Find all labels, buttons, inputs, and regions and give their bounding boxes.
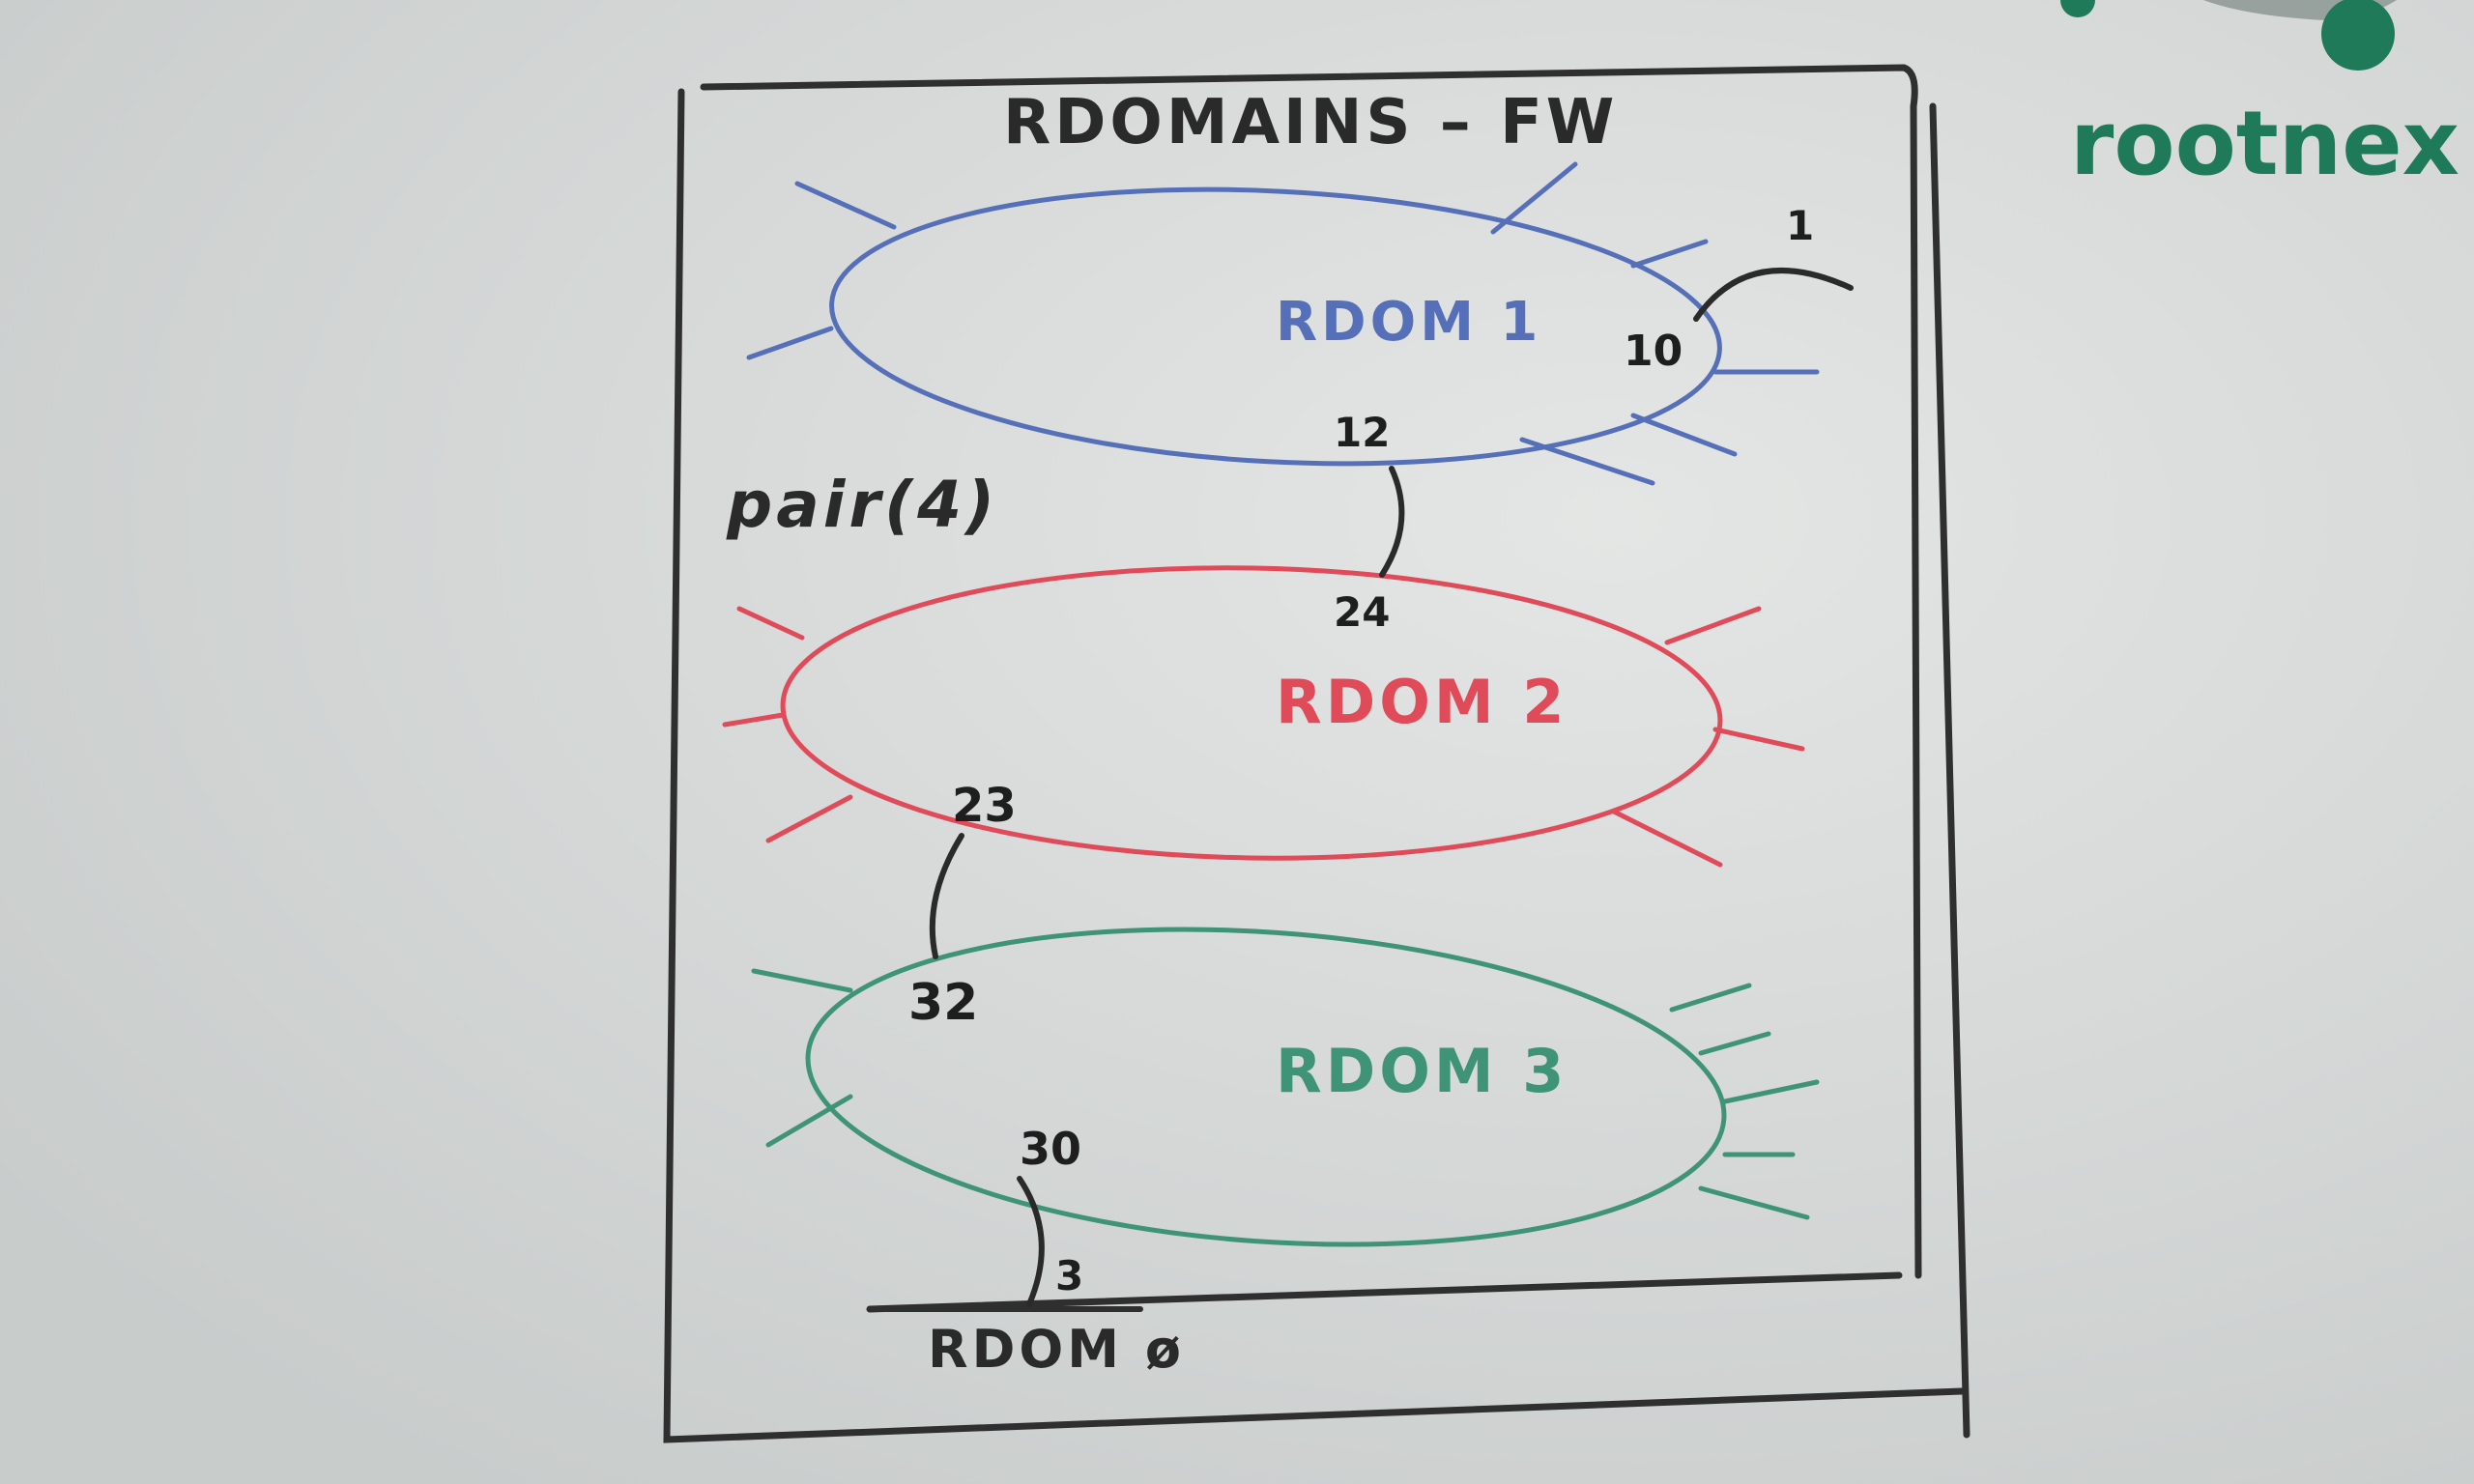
port-12: 12 [1334, 409, 1390, 456]
link-12-24 [1379, 466, 1405, 578]
rdom-2-label: RDOM 2 [1276, 667, 1568, 737]
rdom-1-ellipse [829, 186, 1722, 467]
port-labels: 12 24 23 32 30 3 10 1 [908, 202, 1814, 1299]
port-24: 24 [1334, 588, 1390, 636]
port-23: 23 [952, 779, 1017, 833]
rdom-2-ellipse [780, 565, 1723, 861]
rdom-3-ellipse [805, 927, 1727, 1247]
port-30: 30 [1020, 1123, 1081, 1175]
link-23-32 [929, 833, 964, 959]
diagram-title: RDOMAINS – FW [1003, 87, 1618, 158]
logo-text: rootnex [2070, 92, 2460, 195]
logo-dot-right [2321, 0, 2395, 71]
rdom-2: RDOM 2 [722, 565, 1805, 868]
rdom-1: RDOM 1 [746, 161, 1820, 486]
port-32: 32 [908, 974, 978, 1032]
port-1: 1 [1786, 202, 1814, 249]
logo-dot-left [2060, 0, 2095, 17]
rdom-3: RDOM 3 [751, 927, 1820, 1247]
link-10-1 [1693, 268, 1854, 322]
link-30-3 [1017, 1176, 1045, 1307]
port-10: 10 [1624, 327, 1683, 376]
rdom-1-spikes [746, 161, 1820, 486]
rdom-2-spikes [722, 606, 1805, 868]
rdom-0-label: RDOM ø [928, 1319, 1185, 1380]
rdom-0: RDOM ø [867, 1306, 1185, 1380]
firewall-box [663, 64, 1971, 1443]
rdom-3-label: RDOM 3 [1276, 1036, 1568, 1106]
port-3: 3 [1055, 1252, 1083, 1299]
rdom-3-spikes [751, 968, 1820, 1220]
links [929, 268, 1854, 1307]
rootnex-logo: rootnex [2060, 0, 2460, 195]
side-note: pair(4) [726, 468, 998, 542]
rdom-1-label: RDOM 1 [1276, 291, 1541, 354]
logo-mark [2078, 0, 2397, 20]
